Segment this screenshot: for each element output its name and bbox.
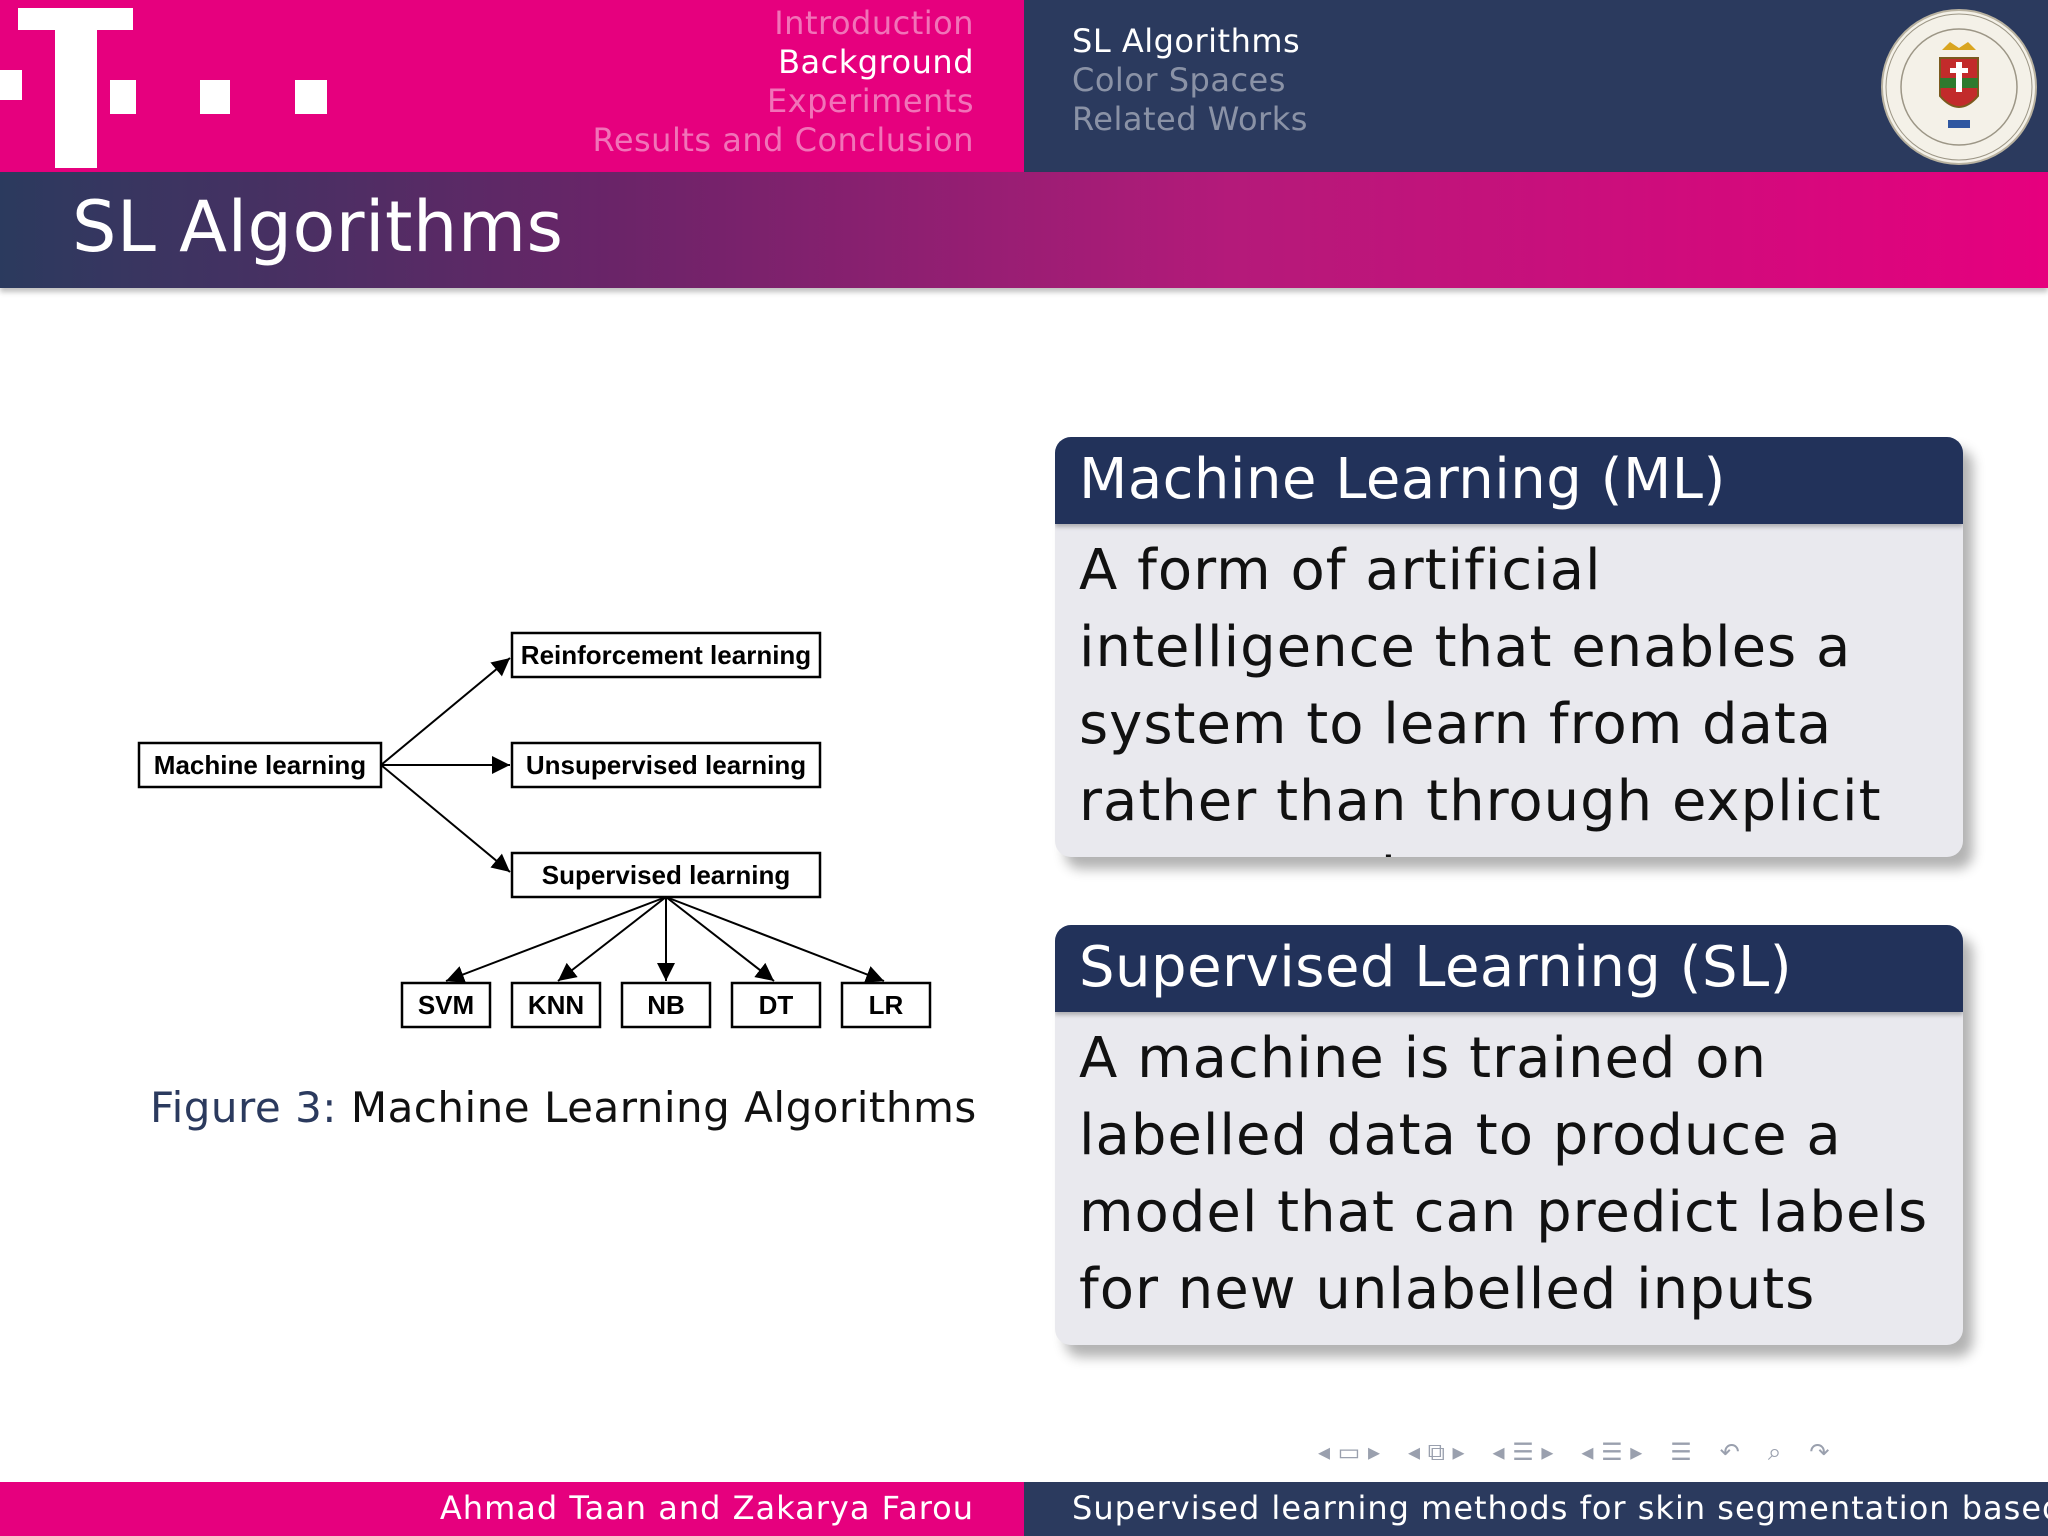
ml-block-body: A form of artificial intelligence that e… bbox=[1079, 538, 1882, 857]
footer-title: Supervised learning methods for skin seg… bbox=[1072, 1489, 2048, 1527]
subsection-nav: SL Algorithms Color Spaces Related Works bbox=[1072, 22, 1308, 139]
nav-frame-icon[interactable]: ◂ ▭ ▸ bbox=[1318, 1438, 1381, 1466]
section-nav: Introduction Background Experiments Resu… bbox=[593, 4, 974, 160]
edge-sl-dt bbox=[665, 896, 775, 982]
subsection-sl-algorithms[interactable]: SL Algorithms bbox=[1072, 22, 1301, 60]
section-introduction[interactable]: Introduction bbox=[774, 4, 974, 42]
frame-title: SL Algorithms bbox=[72, 186, 564, 268]
section-experiments[interactable]: Experiments bbox=[766, 82, 974, 120]
nav-doc-icon[interactable]: ◂ ☰ ▸ bbox=[1581, 1438, 1643, 1466]
node-unsupervised-label: Unsupervised learning bbox=[526, 750, 806, 780]
node-nb: NB bbox=[620, 981, 712, 1029]
figure-caption-label: Figure 3: bbox=[150, 1083, 337, 1132]
nav-back-icon[interactable]: ↶ bbox=[1719, 1438, 1740, 1466]
node-lr: LR bbox=[840, 981, 932, 1029]
footer-authors: Ahmad Taan and Zakarya Farou bbox=[439, 1489, 974, 1527]
sl-definition-block: Supervised Learning (SL) A machine is tr… bbox=[1055, 925, 1963, 1345]
university-seal-icon bbox=[1881, 9, 2037, 165]
ml-block-title: Machine Learning (ML) bbox=[1055, 437, 1963, 524]
edge-ml-reinforcement bbox=[380, 657, 511, 766]
subsection-related-works[interactable]: Related Works bbox=[1072, 100, 1308, 138]
beamer-navigation: ◂ ▭ ▸ ◂ ⧉ ▸ ◂ ☰ ▸ ◂ ☰ ▸ ☰ ↶ ⌕ ↷ bbox=[1318, 1434, 2028, 1470]
section-results[interactable]: Results and Conclusion bbox=[592, 121, 974, 159]
footer-right: Supervised learning methods for skin seg… bbox=[1024, 1482, 2048, 1536]
nav-section-icon[interactable]: ◂ ☰ ▸ bbox=[1492, 1438, 1554, 1466]
subsection-color-spaces[interactable]: Color Spaces bbox=[1072, 61, 1286, 99]
node-reinforcement-learning: Reinforcement learning bbox=[510, 631, 822, 679]
node-machine-learning-label: Machine learning bbox=[154, 750, 366, 780]
nav-appendix-icon[interactable]: ☰ bbox=[1670, 1438, 1692, 1466]
figure-caption: Figure 3: Machine Learning Algorithms bbox=[150, 1083, 977, 1132]
nav-subsection-icon[interactable]: ◂ ⧉ ▸ bbox=[1408, 1438, 1465, 1466]
telekom-logo bbox=[0, 8, 327, 168]
header-left-panel: Introduction Background Experiments Resu… bbox=[0, 0, 1024, 172]
node-supervised-learning: Supervised learning bbox=[510, 851, 822, 899]
node-dt-label: DT bbox=[759, 990, 794, 1020]
edge-sl-lr bbox=[665, 896, 885, 983]
header-right-panel: SL Algorithms Color Spaces Related Works bbox=[1024, 0, 2048, 172]
edge-ml-supervised bbox=[380, 764, 511, 873]
node-supervised-label: Supervised learning bbox=[542, 860, 791, 890]
frame-title-bar: SL Algorithms bbox=[0, 172, 2048, 288]
ml-definition-block: Machine Learning (ML) A form of artifici… bbox=[1055, 437, 1963, 857]
edge-sl-svm bbox=[445, 896, 667, 983]
node-machine-learning: Machine learning bbox=[137, 741, 383, 789]
ml-algorithms-diagram: Machine learning Reinforcement learning … bbox=[137, 631, 932, 1029]
node-knn: KNN bbox=[510, 981, 602, 1029]
edge-sl-knn bbox=[557, 896, 667, 982]
node-knn-label: KNN bbox=[528, 990, 584, 1020]
sl-block-body: A machine is trained on labelled data to… bbox=[1079, 1026, 1929, 1322]
sl-block-title: Supervised Learning (SL) bbox=[1055, 925, 1963, 1012]
node-reinforcement-label: Reinforcement learning bbox=[521, 640, 811, 670]
node-lr-label: LR bbox=[869, 990, 904, 1020]
footer-left: Ahmad Taan and Zakarya Farou bbox=[0, 1482, 1024, 1536]
node-unsupervised-learning: Unsupervised learning bbox=[510, 741, 822, 789]
node-svm-label: SVM bbox=[418, 990, 474, 1020]
figure-caption-text: Machine Learning Algorithms bbox=[350, 1083, 977, 1132]
node-dt: DT bbox=[730, 981, 822, 1029]
section-background[interactable]: Background bbox=[778, 43, 974, 81]
nav-forward-icon[interactable]: ↷ bbox=[1809, 1438, 1830, 1466]
node-svm: SVM bbox=[400, 981, 492, 1029]
nav-search-icon[interactable]: ⌕ bbox=[1767, 1438, 1782, 1466]
node-nb-label: NB bbox=[647, 990, 685, 1020]
